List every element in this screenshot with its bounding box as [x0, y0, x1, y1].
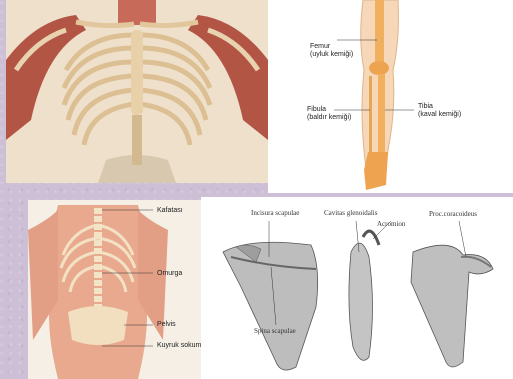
kuyruk-label: Kuyruk sokumu [157, 342, 201, 350]
thorax-illustration [6, 0, 268, 183]
spina-label: Spina scapulae [254, 327, 296, 335]
cavitas-label: Cavitas glenoidalis [324, 209, 377, 217]
incisura-label: Incisura scapulae [251, 209, 299, 217]
tibia-tr-label: (kaval kemiği) [418, 111, 461, 119]
scapula-illustration: Incisura scapulae Cavitas glenoidalis Ac… [201, 197, 513, 379]
acromion-label: Acromion [377, 220, 405, 228]
fibula-label: Fibula [307, 106, 326, 114]
tibia-label: Tibia [418, 103, 433, 111]
kafatasi-label: Kafatası [157, 207, 183, 215]
femur-label: Femur [310, 43, 330, 51]
pelvis-label: Pelvis [157, 321, 176, 329]
spine-illustration: Kafatası Omurga Pelvis Kuyruk sokumu [28, 200, 201, 379]
leg-bones-illustration: Femur (uyluk kemiği) Fibula (baldır kemi… [268, 0, 513, 193]
proc-label: Proc.coracoideus [429, 210, 477, 218]
fibula-tr-label: (baldır kemiği) [307, 114, 351, 122]
femur-tr-label: (uyluk kemiği) [310, 51, 353, 59]
omurga-label: Omurga [157, 270, 182, 278]
